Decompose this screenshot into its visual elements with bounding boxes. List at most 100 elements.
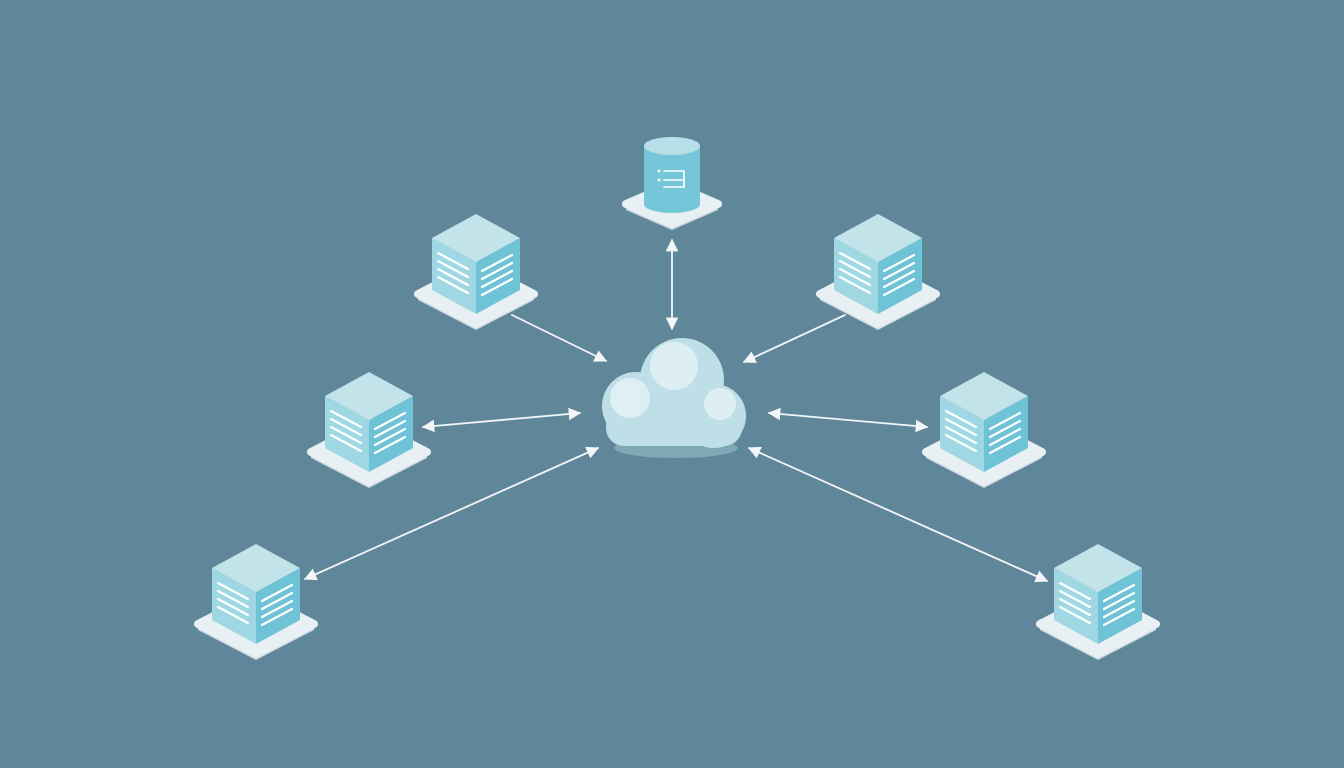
slot-line (373, 427, 407, 447)
link-arrow-server-bottom-left (303, 446, 600, 581)
slot-line (436, 267, 470, 287)
slot-line (1058, 597, 1092, 617)
cloud-highlight-puff (650, 342, 698, 390)
cube-top-face (432, 214, 520, 262)
hub-layer (602, 338, 746, 458)
slot-line (882, 277, 916, 297)
platform-edge (198, 624, 314, 660)
slot-line (944, 433, 978, 453)
cloud-base (606, 408, 742, 446)
list-dot (657, 169, 661, 173)
server-icon (1036, 544, 1160, 660)
list-line (663, 170, 685, 188)
server-slots-icon (329, 409, 407, 455)
cube-left-face (212, 568, 256, 644)
slot-line (988, 419, 1022, 439)
slot-line (480, 253, 514, 273)
cube-top-face (940, 372, 1028, 420)
server-slots-icon (436, 251, 514, 297)
cube-left-face (940, 396, 984, 472)
slot-line (988, 435, 1022, 455)
cube-top-face (212, 544, 300, 592)
slot-line (838, 267, 872, 287)
platform-edge (418, 294, 534, 330)
server-icon (414, 214, 538, 330)
list-icon (657, 169, 685, 188)
cylinder-top (644, 137, 700, 155)
slot-line (480, 277, 514, 297)
link-arrow-server-mid-right (767, 407, 929, 433)
server-slots-icon (944, 409, 1022, 455)
cube-top-face (325, 372, 413, 420)
slot-line (436, 251, 470, 271)
slot-line (988, 427, 1022, 447)
slot-line (373, 435, 407, 455)
server-slots-icon (216, 581, 294, 627)
nodes-layer (194, 137, 1160, 660)
slot-line (373, 419, 407, 439)
cube-left-face (834, 238, 878, 314)
link-arrow-server-top-right (742, 314, 846, 363)
cube-top-face (834, 214, 922, 262)
platform-edge (926, 452, 1042, 488)
slot-line (216, 597, 250, 617)
cube-left-face (1054, 568, 1098, 644)
slot-line (944, 425, 978, 445)
link-arrow-server-top-left (511, 314, 608, 362)
cloud-highlight-puff (610, 378, 650, 418)
platform-edge (820, 294, 936, 330)
slot-line (838, 251, 872, 271)
platform-edge (311, 452, 427, 488)
slot-line (480, 269, 514, 289)
slot-line (1058, 581, 1092, 601)
slot-line (988, 411, 1022, 431)
server-slots-icon (1058, 581, 1136, 627)
server-slots-icon (838, 251, 916, 297)
link-arrow-server-bottom-right (747, 446, 1049, 583)
slot-line (329, 417, 363, 437)
slot-line (882, 261, 916, 281)
slot-line (329, 409, 363, 429)
server-icon (307, 372, 431, 488)
slot-line (260, 599, 294, 619)
slot-line (480, 261, 514, 281)
slot-line (373, 411, 407, 431)
slot-line (1102, 583, 1136, 603)
database-icon (622, 137, 722, 230)
slot-line (838, 275, 872, 295)
slot-line (882, 269, 916, 289)
cube-left-face (325, 396, 369, 472)
cloud-icon (602, 338, 746, 458)
slot-line (1102, 599, 1136, 619)
slot-line (436, 275, 470, 295)
slot-line (1102, 591, 1136, 611)
slot-line (882, 253, 916, 273)
slot-line (216, 581, 250, 601)
slot-line (216, 605, 250, 625)
server-icon (194, 544, 318, 660)
slot-line (260, 591, 294, 611)
slot-line (216, 589, 250, 609)
slot-line (838, 259, 872, 279)
server-icon (922, 372, 1046, 488)
links-layer (303, 238, 1049, 583)
slot-line (1102, 607, 1136, 627)
slot-line (329, 433, 363, 453)
slot-line (1058, 605, 1092, 625)
cube-left-face (432, 238, 476, 314)
slot-line (944, 409, 978, 429)
slot-line (329, 425, 363, 445)
cube-top-face (1054, 544, 1142, 592)
link-arrow-server-mid-left (421, 407, 582, 433)
cloud-highlight-puff (704, 388, 736, 420)
slot-line (436, 259, 470, 279)
slot-line (260, 607, 294, 627)
slot-line (260, 583, 294, 603)
server-icon (816, 214, 940, 330)
list-dot (657, 178, 661, 182)
slot-line (944, 417, 978, 437)
cloud-highlight (610, 342, 736, 420)
slot-line (1058, 589, 1092, 609)
